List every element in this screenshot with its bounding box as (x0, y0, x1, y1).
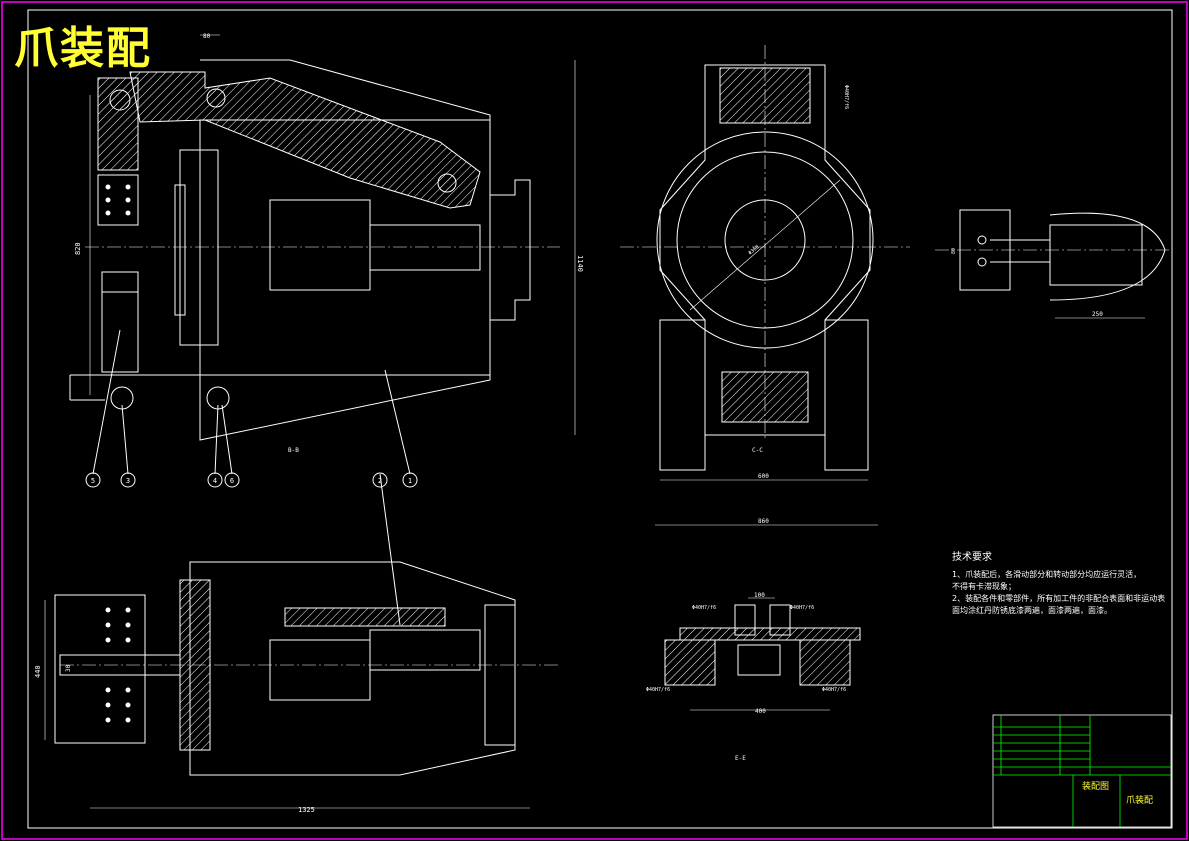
dim-main-left: 820 (74, 242, 82, 255)
title-block-name: 爪装配 (1126, 796, 1154, 806)
side-view (620, 45, 910, 526)
dim-main-height: 1140 (576, 255, 584, 272)
tech-req-line2: 不得有卡滞现象； (952, 582, 1016, 591)
tech-req-line3: 2、装配各件和零部件，所有加工件的非配合表面和非运动表 (952, 594, 1166, 603)
balloon-5: 2 (378, 477, 382, 485)
dim-section-top: 100 (754, 592, 765, 599)
dim-side-width2: 860 (758, 518, 769, 525)
title-block-type: 装配图 (1082, 782, 1110, 792)
balloon-2: 3 (126, 477, 130, 485)
dim-bottom-small: 30 (65, 664, 72, 672)
dim-side-width1: 600 (758, 473, 769, 480)
dim-section-width: 400 (755, 708, 766, 715)
tech-req-line1: 1、爪装配后，各滑动部分和转动部分均应运行灵活， (952, 570, 1142, 579)
balloons (85, 329, 418, 626)
dim-detail-width: 250 (1092, 311, 1103, 318)
main-view (69, 34, 576, 441)
section-tol-2: Φ40H7/f6 (790, 605, 814, 611)
balloon-4: 6 (230, 477, 234, 485)
section-view (664, 597, 861, 711)
bottom-view (44, 561, 560, 809)
tech-req-title: 技术要求 (952, 552, 992, 563)
section-view-label: E-E (735, 755, 746, 762)
title-block (992, 714, 1172, 828)
drawing-title: 爪装配 (14, 23, 152, 74)
tech-req-line4: 面均涂红丹防锈底漆两遍，面漆两遍，面漆。 (952, 606, 1112, 615)
dim-detail-height: 80 (951, 248, 957, 254)
dim-bottom-height: 440 (34, 665, 42, 678)
top-arm (129, 71, 481, 209)
inner-frame (27, 9, 1173, 829)
balloon-6: 1 (408, 477, 412, 485)
section-tol-1: Φ40H7/f6 (692, 605, 716, 611)
section-tol-3: Φ40H7/f6 (646, 687, 670, 693)
detail-view (935, 209, 1170, 319)
balloon-3: 4 (213, 477, 217, 485)
balloon-1: 5 (91, 477, 95, 485)
section-tol-4: Φ40H7/f6 (822, 687, 846, 693)
dim-bottom-width: 1325 (298, 806, 315, 814)
dim-side-tol: Φ40H7/f6 (843, 85, 849, 109)
dim-main-top: 80 (203, 33, 211, 40)
main-view-label: B-B (288, 447, 299, 454)
side-view-label: C-C (752, 447, 763, 454)
